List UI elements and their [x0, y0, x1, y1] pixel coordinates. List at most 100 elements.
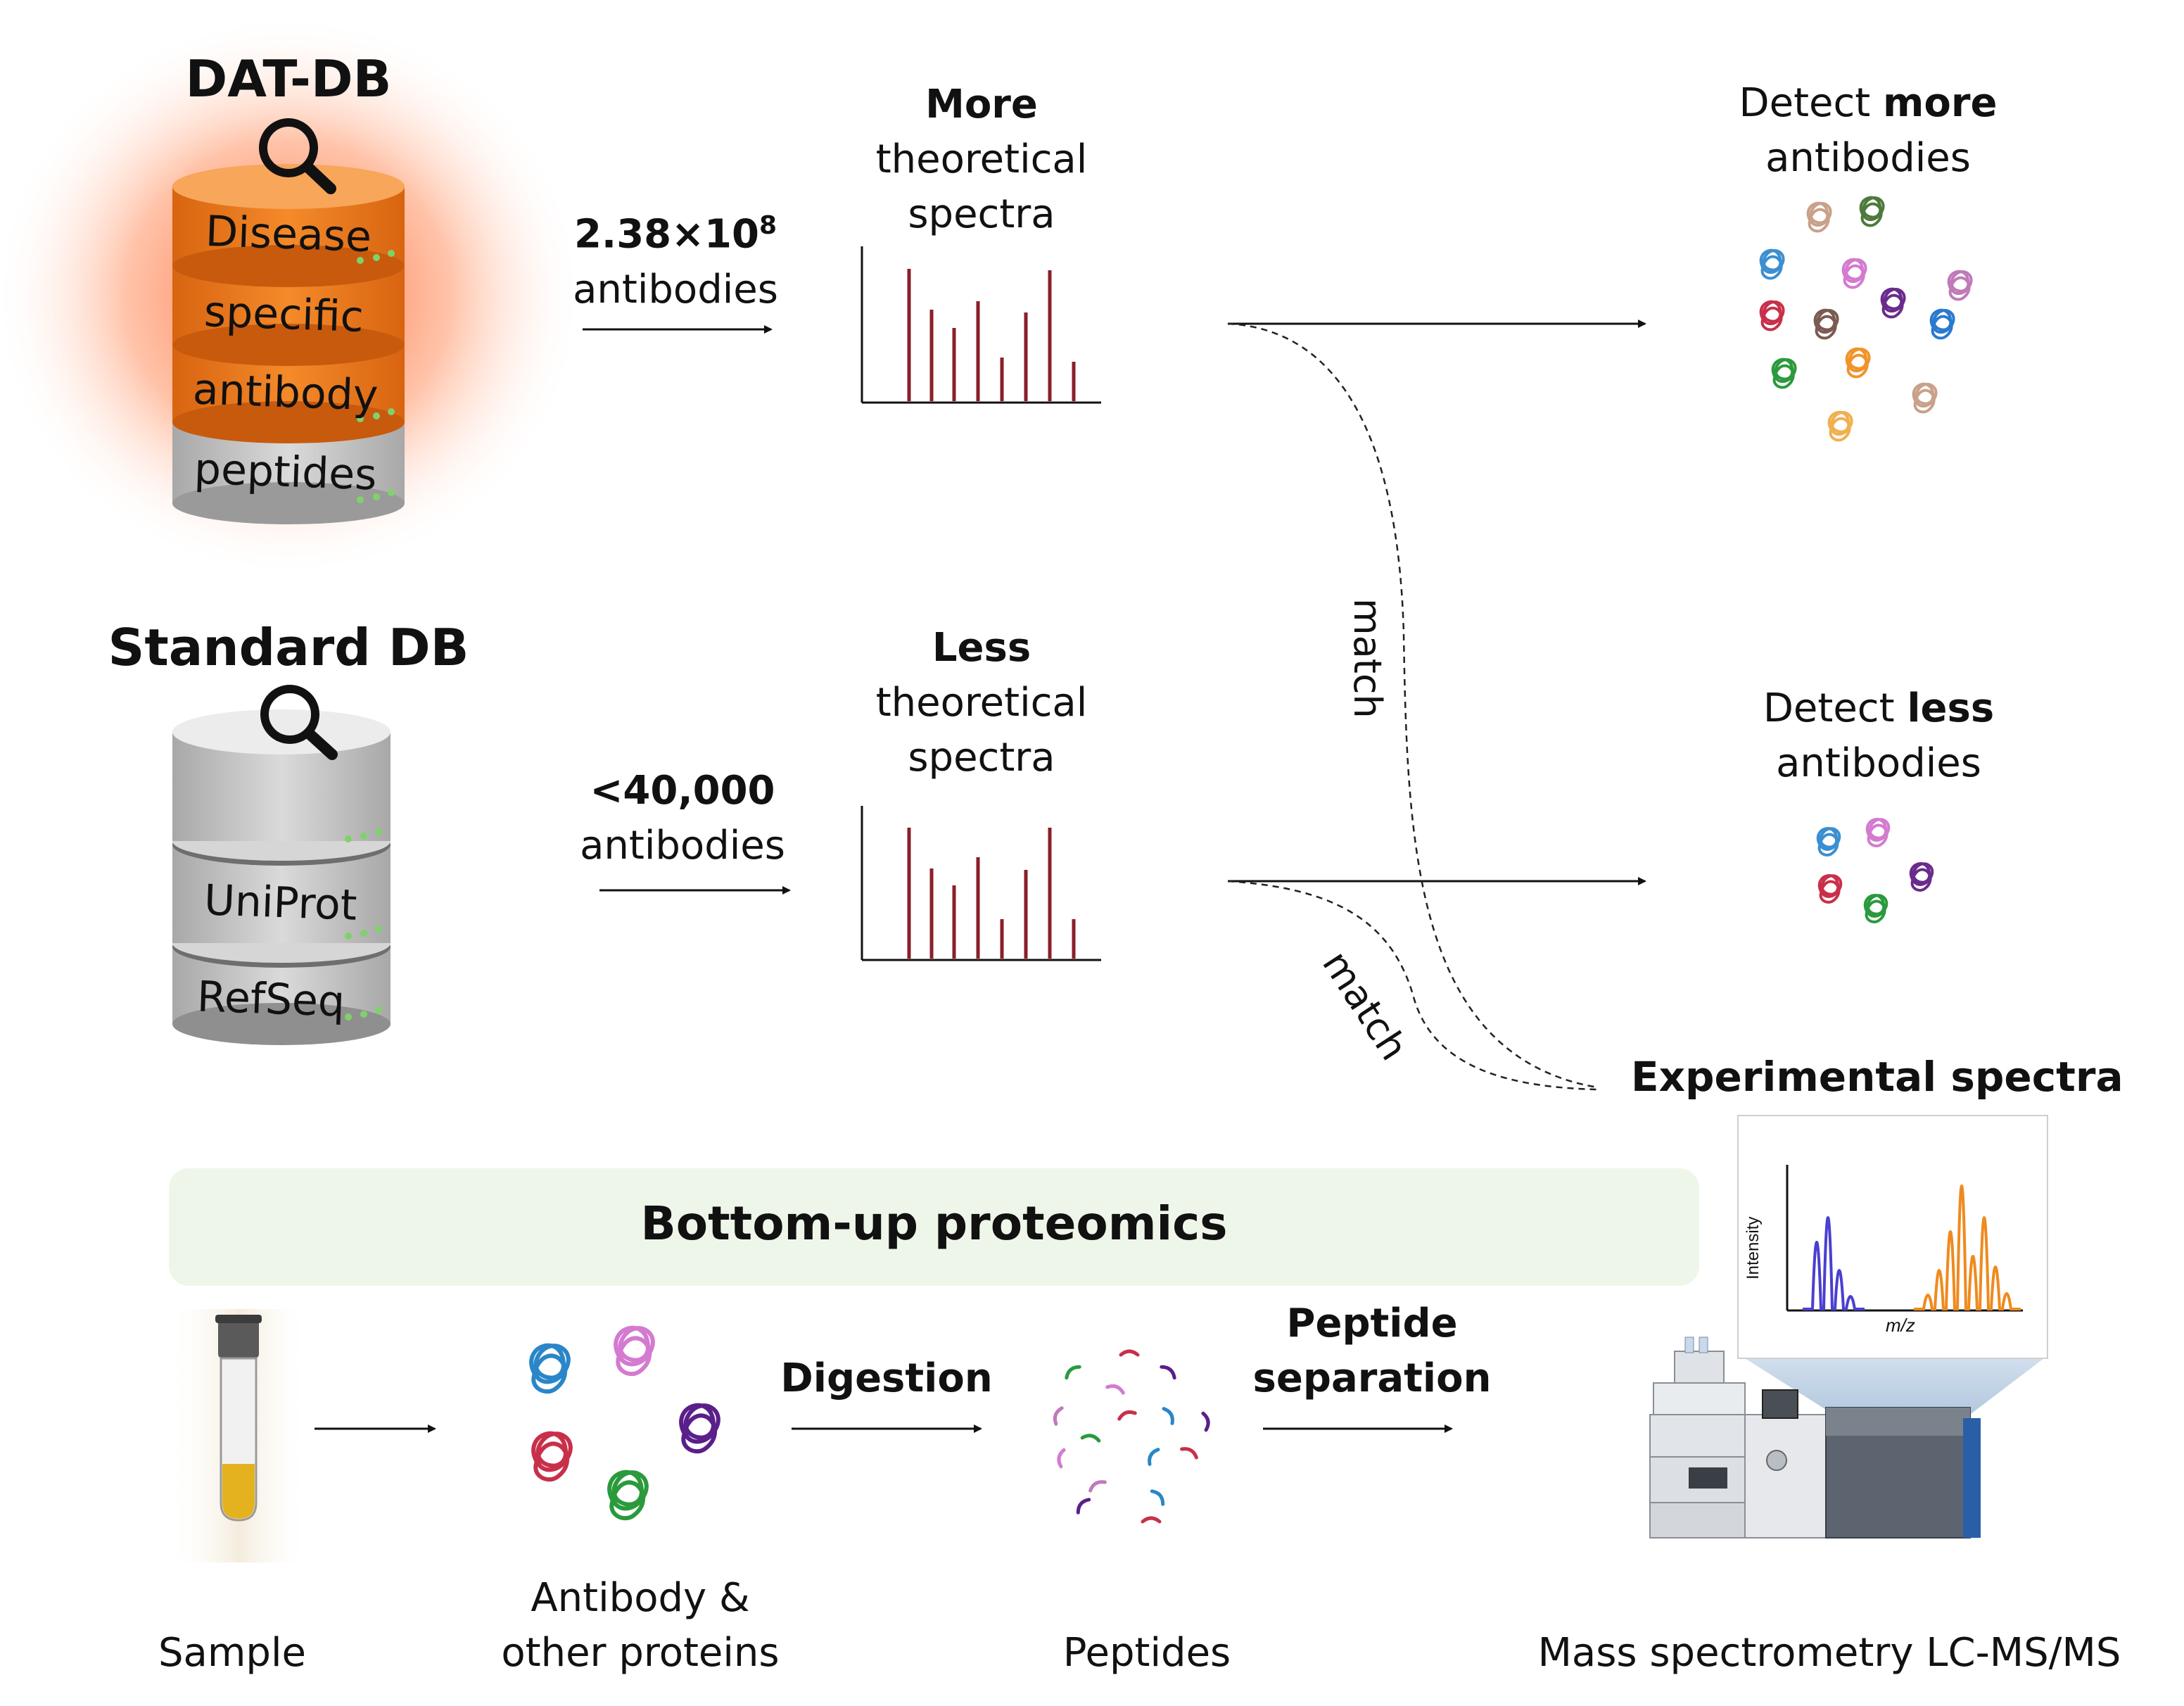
workflow-sample-label: Sample	[158, 1630, 306, 1676]
experimental-title: Experimental spectra	[1631, 1053, 2123, 1101]
match-curve-lower	[1227, 880, 1598, 1091]
peptide-icon	[1160, 1365, 1176, 1380]
antibody-icon	[1759, 300, 1785, 331]
standard-layer-top	[172, 709, 391, 841]
peptide-icon	[1065, 1365, 1081, 1380]
datdb-layer-disease	[172, 164, 405, 287]
antibody-icon	[1912, 382, 1938, 414]
proteins-line2: other proteins	[501, 1630, 780, 1676]
detect-more-line2: antibodies	[1765, 135, 1971, 181]
antibody-icon	[607, 1470, 649, 1521]
antibody-icon	[1841, 258, 1867, 289]
experimental-xlabel: m/z	[1886, 1315, 1915, 1336]
antibody-icon	[1909, 862, 1934, 892]
peptide-icon	[1141, 1516, 1162, 1524]
peptide-icon	[1180, 1447, 1198, 1460]
proteins-line1: Antibody &	[531, 1575, 750, 1621]
antibody-icon	[1845, 347, 1871, 379]
detect-more-bold: more	[1883, 80, 1998, 126]
antibody-cluster-more	[1759, 196, 1973, 442]
antibody-icon	[1827, 410, 1853, 442]
theoretical-spectra-bottom	[861, 806, 1101, 961]
antibody-icon	[1880, 287, 1906, 319]
bottom-spectra-bold: Less	[932, 625, 1031, 671]
peptide-icon	[1053, 1406, 1064, 1426]
top-count-unit: antibodies	[573, 266, 778, 312]
standard-label-uniprot: UniProt	[203, 876, 358, 930]
magnifier-icon	[259, 118, 336, 194]
datdb-label-specific: specific	[203, 287, 364, 342]
top-spectra-bold: More	[925, 82, 1038, 127]
workflow-ms-label: Mass spectrometry LC-MS/MS	[1537, 1630, 2121, 1676]
antibody-icon	[1771, 358, 1797, 389]
detect-more-label: Detect more antibodies	[1692, 76, 2044, 186]
experimental-spectra-panel	[1737, 1115, 2048, 1425]
detect-less-label: Detect less antibodies	[1703, 681, 2055, 791]
match-curve-upper	[1227, 322, 1598, 1089]
bottom-spectra-line2: theoretical	[875, 680, 1088, 726]
peptide-icon	[1080, 1434, 1101, 1443]
antibody-icon	[1813, 308, 1839, 340]
dat-db-database-icon	[0, 14, 584, 577]
detect-more-prefix: Detect	[1739, 80, 1884, 126]
standard-db-database-icon	[172, 685, 391, 1045]
antibody-icon	[1863, 894, 1888, 923]
instrument-icon	[1649, 1337, 1981, 1538]
peptide-icon	[1201, 1411, 1210, 1432]
detect-less-bold: less	[1907, 685, 1995, 731]
antibody-cluster-sample	[529, 1325, 720, 1521]
antibody-icon	[1859, 196, 1885, 227]
peptide-icon	[1150, 1489, 1165, 1506]
antibody-icon	[529, 1343, 571, 1394]
magnifier-icon	[260, 685, 338, 760]
peptide-icon	[1162, 1407, 1174, 1425]
antibody-cluster-less	[1816, 818, 1934, 923]
standard-db-title: Standard DB	[108, 618, 469, 677]
top-count-exponent: 8	[758, 211, 777, 240]
detect-less-line2: antibodies	[1776, 740, 1981, 786]
top-spectra-label: More theoretical spectra	[841, 77, 1122, 242]
bottom-spectra-label: Less theoretical spectra	[841, 621, 1122, 785]
top-spectra-line3: spectra	[908, 191, 1055, 237]
top-antibody-count: 2.38×108 antibodies	[535, 198, 816, 317]
antibody-icon	[1806, 201, 1832, 233]
experimental-ylabel: Intensity	[1744, 1216, 1763, 1280]
antibody-icon	[1816, 827, 1841, 857]
peptide-icon	[1057, 1448, 1066, 1469]
separation-line2: separation	[1252, 1356, 1492, 1401]
tube-icon	[169, 1309, 310, 1562]
dat-db-title: DAT-DB	[185, 49, 392, 108]
detect-less-prefix: Detect	[1763, 685, 1907, 731]
antibody-icon	[1947, 270, 1973, 301]
antibody-icon	[679, 1403, 720, 1454]
antibody-icon	[614, 1325, 655, 1377]
datdb-label-disease: Disease	[204, 206, 373, 263]
peptide-icon	[1076, 1498, 1091, 1515]
top-spectra-line2: theoretical	[875, 137, 1088, 182]
antibody-icon	[531, 1431, 573, 1482]
datdb-led-dots	[357, 250, 395, 503]
antibody-icon	[1817, 874, 1843, 904]
datdb-label-peptides: peptides	[193, 444, 378, 500]
bottom-spectra-line3: spectra	[908, 735, 1055, 781]
workflow-digestion-label: Digestion	[780, 1356, 993, 1401]
bottom-count-unit: antibodies	[580, 823, 785, 868]
workflow-peptides-label: Peptides	[1062, 1630, 1231, 1676]
peptide-icon	[1105, 1384, 1125, 1395]
peptide-icon	[1088, 1480, 1107, 1493]
separation-line1: Peptide	[1286, 1301, 1458, 1346]
match-curves	[1227, 322, 1598, 1091]
workflow-separation-label: Peptide separation	[1231, 1296, 1513, 1406]
antibody-icon	[1929, 308, 1955, 340]
experimental-peaks-blue	[1803, 1216, 1865, 1310]
peptide-fragments	[1053, 1349, 1210, 1524]
bottom-count-value: <40,000	[590, 768, 775, 814]
arrows	[315, 320, 1646, 1433]
theoretical-spectra-top	[861, 246, 1101, 404]
bottom-up-title: Bottom-up proteomics	[640, 1196, 1228, 1251]
bottom-antibody-count: <40,000 antibodies	[542, 764, 823, 873]
experimental-peaks-orange	[1914, 1184, 2021, 1310]
bottom-up-banner	[169, 1168, 1699, 1286]
workflow-proteins-label: Antibody & other proteins	[464, 1571, 816, 1681]
standard-led-dots	[345, 828, 382, 1021]
